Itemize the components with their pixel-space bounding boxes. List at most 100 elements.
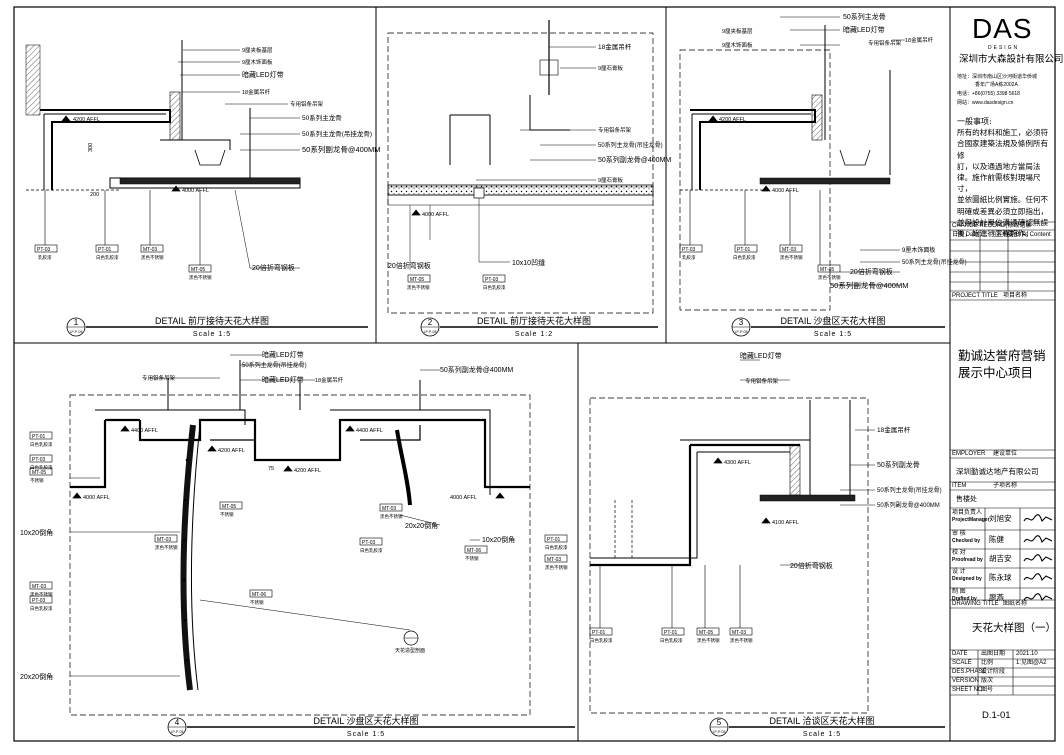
d4-tag-name: 不锈钢: [465, 555, 479, 562]
logo-subtitle: DESIGN: [988, 45, 1020, 51]
titleblock-lines: [950, 221, 1055, 696]
d5-level-1: 4300 AFFL: [724, 460, 751, 466]
d1-label-d: 18金属吊杆: [242, 88, 271, 96]
detail-4-drawing: 4400 AFFL 4200 AFFL 4000 AFFL 4400 AFFL …: [20, 350, 531, 716]
item-name: 售楼处: [956, 495, 977, 503]
notes-line: 後，始進行工程施作。: [957, 229, 1033, 239]
d2-tagn-0: 黑色不锈钢: [407, 284, 430, 291]
d4-dim-75: 75: [268, 466, 274, 472]
d2-tagn-1: 白色乳胶漆: [483, 284, 506, 291]
d5-tag-1: PT-01: [664, 630, 678, 636]
drawing-title-cn: 图纸名称: [1003, 601, 1028, 607]
detail-number: 1: [74, 318, 79, 327]
d1-dim-300: 300: [88, 143, 94, 152]
d1-level-1: 4200 AFFL: [73, 117, 100, 123]
project-name-line2: 展示中心项目: [958, 365, 1034, 380]
signature-icon: [1023, 593, 1053, 602]
d4-tag: PT-03: [32, 457, 46, 463]
d5-tagn-0: 白色乳胶漆: [590, 637, 613, 644]
d5-tag-2: MT-05: [699, 630, 713, 636]
d1-tagn-1: 白色乳胶漆: [96, 254, 119, 261]
d3-tagn-0: 乳胶漆: [682, 254, 696, 261]
detail-title: DETAIL 洽谈区天花大样图: [769, 715, 874, 726]
change-col-date: 日期 Date: [952, 232, 979, 238]
d4-tag-box: [29, 431, 53, 440]
staff-role-cn: 制 图: [952, 589, 966, 595]
drawing-title: 天花大样图（一）: [972, 622, 1056, 634]
d3-label-g: 50系列主龙骨(吊挂龙骨): [902, 258, 967, 266]
d4-tag-name: 黑色不锈钢: [545, 564, 568, 571]
notes-line: 合國家建築法規及條例所有修: [957, 139, 1049, 160]
d5-tag-0: PT-01: [592, 630, 606, 636]
d1-level-2: 4000 AFFL: [182, 188, 209, 194]
project-name-line1: 勤诚达誉府营销: [958, 348, 1046, 363]
detail-4-tags: PT-01白色乳胶漆PT-03白色乳胶漆MT-05不锈钢MT-03黑色不锈钢PT…: [29, 431, 568, 612]
d4-tag: PT-03: [362, 540, 376, 546]
d4-tag: MT-03: [157, 537, 171, 543]
staff-role-cn: 设 计: [952, 569, 966, 575]
d5-label-g: 20倍折弯钢板: [790, 561, 833, 570]
d4-level-4: 4400 AFFL: [356, 428, 383, 434]
detail-sheet-ref: LP-P-05: [735, 330, 748, 334]
d4-label-b: 50系列主龙骨(吊挂龙骨): [242, 361, 307, 369]
d2-label-c: 专用铝条吊架: [598, 126, 632, 134]
d3-label-b: 9厘木饰面板: [722, 41, 753, 49]
detail-sheet-ref: LP-P-05: [70, 330, 83, 334]
d4-level-3: 4000 AFFL: [83, 495, 110, 501]
staff-role-en: Proofread by: [952, 557, 983, 563]
d4-label-e: 50系列副龙骨@400MM: [440, 365, 513, 374]
notes-line: 並與設計單位溝通確認無誤: [957, 217, 1049, 227]
d3-label-h: 50系列副龙骨@400MM: [830, 280, 908, 290]
detail-scale: Scale 1:5: [347, 731, 385, 738]
d4-tag-name: 不锈钢: [30, 477, 44, 484]
notes-title: 一般事项:: [957, 117, 992, 126]
d1-tag-3: MT-05: [191, 267, 205, 273]
signature-icon: [1023, 535, 1053, 544]
meta-key: DATE: [952, 651, 968, 657]
detail-number: 2: [428, 318, 433, 327]
d4-label-a: 专用铝条吊架: [142, 374, 176, 382]
employer-cn: 建设单位: [993, 451, 1018, 457]
notes-line: 並依圖紙比例實施。任何不: [957, 195, 1049, 205]
meta-key: DES.PHASE: [952, 669, 987, 675]
d1-label-e: 专用铝条吊架: [290, 100, 324, 108]
d1-label-h: 50系列副龙骨@400MM: [302, 144, 380, 154]
staff-role-en: Designed by: [952, 576, 982, 582]
signature-icon: [1023, 573, 1053, 582]
d3-level-1: 4200 AFFL: [719, 117, 746, 123]
d4-tag-box: [29, 467, 53, 476]
d4-label-f: 暗藏LED灯带: [262, 350, 304, 359]
detail-number: 3: [739, 318, 744, 327]
d4-tag-name: 白色乳胶漆: [30, 605, 53, 612]
d4-tag-name: 黑色不锈钢: [380, 513, 403, 520]
d4-label-h: 20x20倒角: [405, 521, 438, 530]
d4-tag-box: [544, 534, 568, 543]
meta-key: SCALE: [952, 660, 972, 666]
meta-value: 1:见图@A2: [1016, 660, 1047, 666]
detail-title: DETAIL 沙盘区天花大样图: [780, 315, 885, 326]
d2-label-g: 20倍折弯钢板: [388, 261, 431, 270]
staff-name: 陈健: [989, 535, 1004, 544]
d2-label-f: 10x10凹缝: [512, 258, 545, 267]
d4-tag-name: 白色乳胶漆: [360, 547, 383, 554]
d4-tag-name: 黑色不锈钢: [30, 591, 53, 598]
d4-tag-box: [544, 554, 568, 563]
d4-tag-box: [219, 501, 243, 510]
detail-scale: Scale 1:5: [814, 331, 852, 338]
d3-label-c: 暗藏LED灯带: [843, 25, 885, 34]
detail-scale: Scale 1:5: [193, 331, 231, 338]
d3-label-h-top: 50系列主龙骨: [843, 12, 886, 21]
d4-level-6: 4000 AFFL: [450, 495, 477, 501]
employer-name: 深圳勤诚达地产有限公司: [956, 467, 1039, 476]
detail-scale: Scale 1:5: [803, 731, 841, 738]
notes-line: 所有的材料和施工，必须符: [957, 128, 1049, 138]
d4-tag-box: [464, 545, 488, 554]
d4-tag: MT-06: [252, 592, 266, 598]
d1-tagn-0: 乳胶漆: [38, 254, 52, 261]
detail-number: 4: [175, 718, 180, 727]
d2-label-d: 50系列主龙骨(吊挂龙骨): [598, 141, 663, 149]
d2-level: 4000 AFFL: [422, 212, 449, 218]
d3-tag-0: PT-03: [682, 247, 696, 253]
d4-tag: MT-05: [222, 504, 236, 510]
